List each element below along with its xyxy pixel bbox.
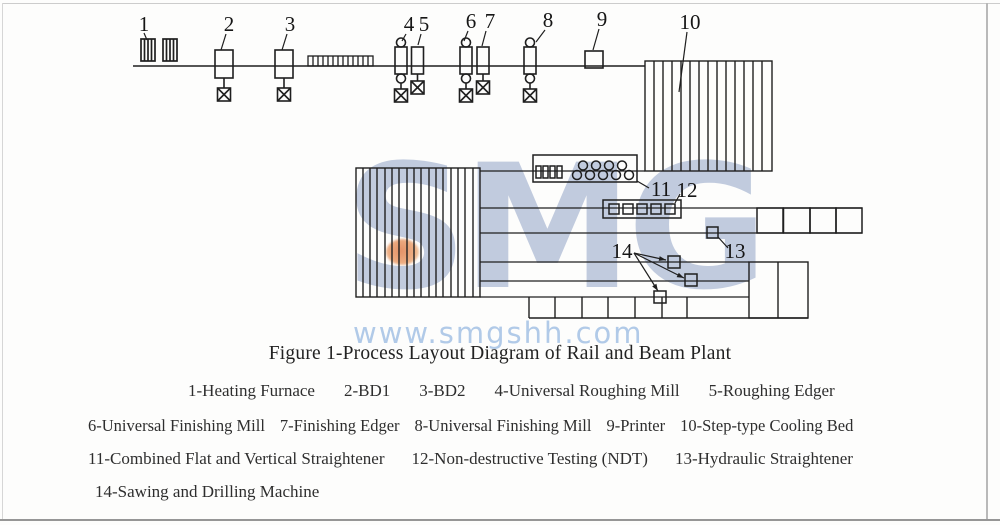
legend-item-8: 8-Universal Finishing Mill: [414, 416, 592, 435]
roller-table: [307, 55, 374, 67]
universal-finishing-mill-2: [522, 37, 538, 103]
label-11: 11: [651, 177, 671, 201]
legend-item-3: 3-BD2: [419, 381, 466, 400]
label-12: 12: [677, 178, 698, 202]
legend-item-14: 14-Sawing and Drilling Machine: [95, 482, 320, 501]
label-6: 6: [466, 9, 477, 33]
legend-item-7: 7-Finishing Edger: [279, 416, 400, 435]
process-layout-diagram: 1 2 3 4 5 6 7 8 9 10 11 12 13 14: [133, 7, 863, 319]
watermark-url-text: www.smgshh.com: [353, 316, 644, 350]
legend-item-10: 10-Step-type Cooling Bed: [680, 416, 854, 435]
saw-drill-machines: [653, 255, 698, 304]
finishing-edger: [475, 46, 491, 95]
scan-edge-bottom: [0, 519, 1000, 521]
label-4: 4: [404, 12, 415, 36]
scan-edge-left: [2, 3, 3, 519]
bd2-mill: [274, 49, 294, 102]
label-9: 9: [597, 7, 608, 31]
step-type-cooling-bed: [644, 60, 773, 172]
legend-item-12: 12-Non-destructive Testing (NDT): [411, 449, 648, 468]
label-14: 14: [612, 239, 634, 263]
legend-row-2: 6-Universal Finishing Mill 7-Finishing E…: [88, 416, 853, 436]
heating-furnace: [140, 38, 178, 62]
label-7: 7: [485, 9, 496, 33]
printer: [584, 50, 604, 69]
label-10: 10: [680, 10, 701, 34]
legend-item-4: 4-Universal Roughing Mill: [494, 381, 680, 400]
legend-row-4: 14-Sawing and Drilling Machine: [95, 482, 319, 502]
label-13: 13: [725, 239, 746, 263]
collecting-pockets-upper: [756, 207, 863, 234]
label-2: 2: [224, 12, 235, 36]
bd1-mill: [214, 49, 234, 102]
legend-row-3: 11-Combined Flat and Vertical Straighten…: [88, 449, 853, 469]
universal-finishing-mill-1: [458, 37, 474, 103]
legend-item-9: 9-Printer: [606, 416, 666, 435]
legend-item-5: 5-Roughing Edger: [708, 381, 835, 400]
figure-caption: Figure 1-Process Layout Diagram of Rail …: [268, 343, 732, 364]
scan-edge-top: [2, 3, 1000, 4]
diagram-number-labels: 1 2 3 4 5 6 7 8 9 10 11 12 13 14: [139, 7, 746, 263]
universal-roughing-mill: [393, 37, 409, 103]
label-3: 3: [285, 12, 296, 36]
finishing-bay: [528, 261, 809, 319]
label-5: 5: [419, 12, 430, 36]
legend-item-1: 1-Heating Furnace: [188, 381, 315, 400]
ndt-station: [602, 199, 682, 219]
legend-item-13: 13-Hydraulic Straightener: [674, 449, 853, 468]
label-8: 8: [543, 8, 554, 32]
scan-edge-right: [986, 3, 988, 519]
legend-row-1: 1-Heating Furnace 2-BD1 3-BD2 4-Universa…: [188, 381, 835, 401]
label-1: 1: [139, 12, 150, 36]
transfer-rack: [355, 167, 481, 298]
hydraulic-straightener: [706, 226, 719, 239]
leader-lines: [143, 28, 729, 292]
legend-item-11: 11-Combined Flat and Vertical Straighten…: [88, 449, 385, 468]
legend-item-2: 2-BD1: [343, 381, 391, 400]
legend-item-6: 6-Universal Finishing Mill: [88, 416, 265, 435]
combined-straightener: [532, 154, 638, 183]
roughing-edger: [410, 46, 425, 95]
